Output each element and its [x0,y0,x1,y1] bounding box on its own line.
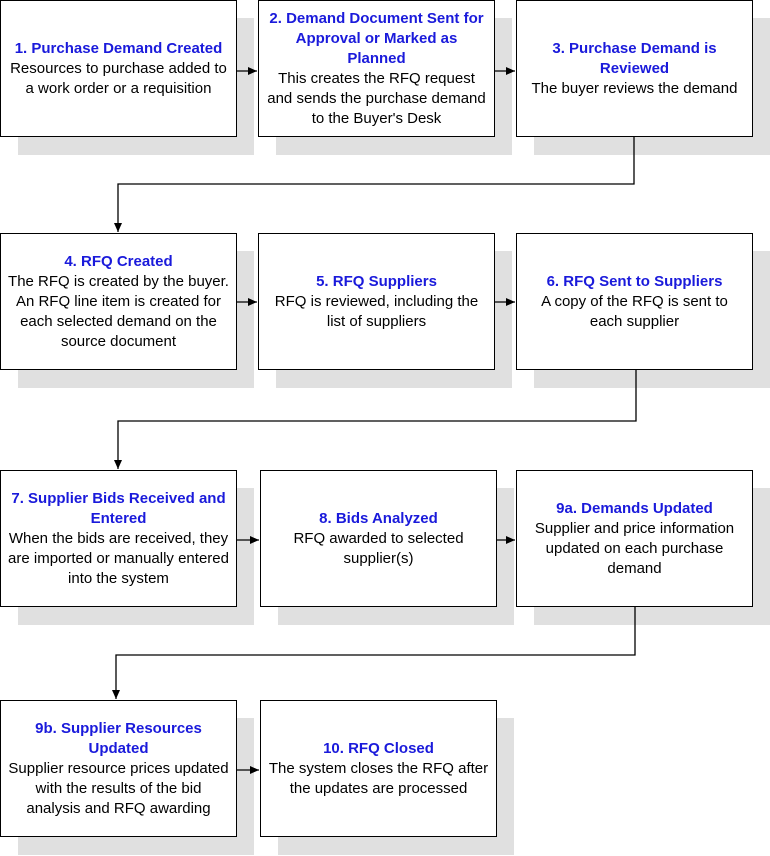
step-title: 1. Purchase Demand Created [14,39,223,57]
arrow-3-to-4 [114,137,635,232]
step-1-box: 1. Purchase Demand Created Resources to … [0,0,237,137]
step-title: 3. Purchase Demand is Reviewed [552,39,717,77]
step-description: Resources to purchase added to a work or… [10,59,227,97]
step-title: 9b. Supplier Resources Updated [35,719,202,757]
step-title: 10. RFQ Closed [323,739,434,757]
step-description: Supplier resource prices updated with th… [8,759,229,817]
step-description: This creates the RFQ request and sends t… [267,69,486,127]
step-description: A copy of the RFQ is sent to each suppli… [541,292,728,330]
step-description: RFQ is reviewed, including the list of s… [274,292,479,330]
step-title: 9a. Demands Updated [556,499,713,517]
step-title: 4. RFQ Created [64,252,173,270]
step-5-box: 5. RFQ Suppliers RFQ is reviewed, includ… [258,233,495,370]
step-7-box: 7. Supplier Bids Received and Entered Wh… [0,470,237,607]
step-3-box: 3. Purchase Demand is Reviewed The buyer… [516,0,753,137]
arrow-9a-to-9b [112,607,636,699]
step-6-box: 6. RFQ Sent to Suppliers A copy of the R… [516,233,753,370]
step-8-box: 8. Bids Analyzed RFQ awarded to selected… [260,470,497,607]
step-title: 6. RFQ Sent to Suppliers [546,272,723,290]
step-2-box: 2. Demand Document Sent for Approval or … [258,0,495,137]
step-description: RFQ awarded to selected supplier(s) [293,529,464,567]
step-description: When the bids are received, they are imp… [8,529,229,587]
step-title: 2. Demand Document Sent for Approval or … [269,9,484,67]
step-4-box: 4. RFQ Created The RFQ is created by the… [0,233,237,370]
arrow-6-to-7 [114,370,637,469]
step-9b-box: 9b. Supplier Resources Updated Supplier … [0,700,237,837]
step-title: 8. Bids Analyzed [319,509,438,527]
step-description: Supplier and price information updated o… [534,519,735,577]
step-description: The buyer reviews the demand [531,79,738,97]
step-10-box: 10. RFQ Closed The system closes the RFQ… [260,700,497,837]
step-description: The RFQ is created by the buyer. An RFQ … [8,272,229,350]
step-description: The system closes the RFQ after the upda… [268,759,489,797]
step-9a-box: 9a. Demands Updated Supplier and price i… [516,470,753,607]
step-title: 7. Supplier Bids Received and Entered [11,489,226,527]
step-title: 5. RFQ Suppliers [316,272,437,290]
